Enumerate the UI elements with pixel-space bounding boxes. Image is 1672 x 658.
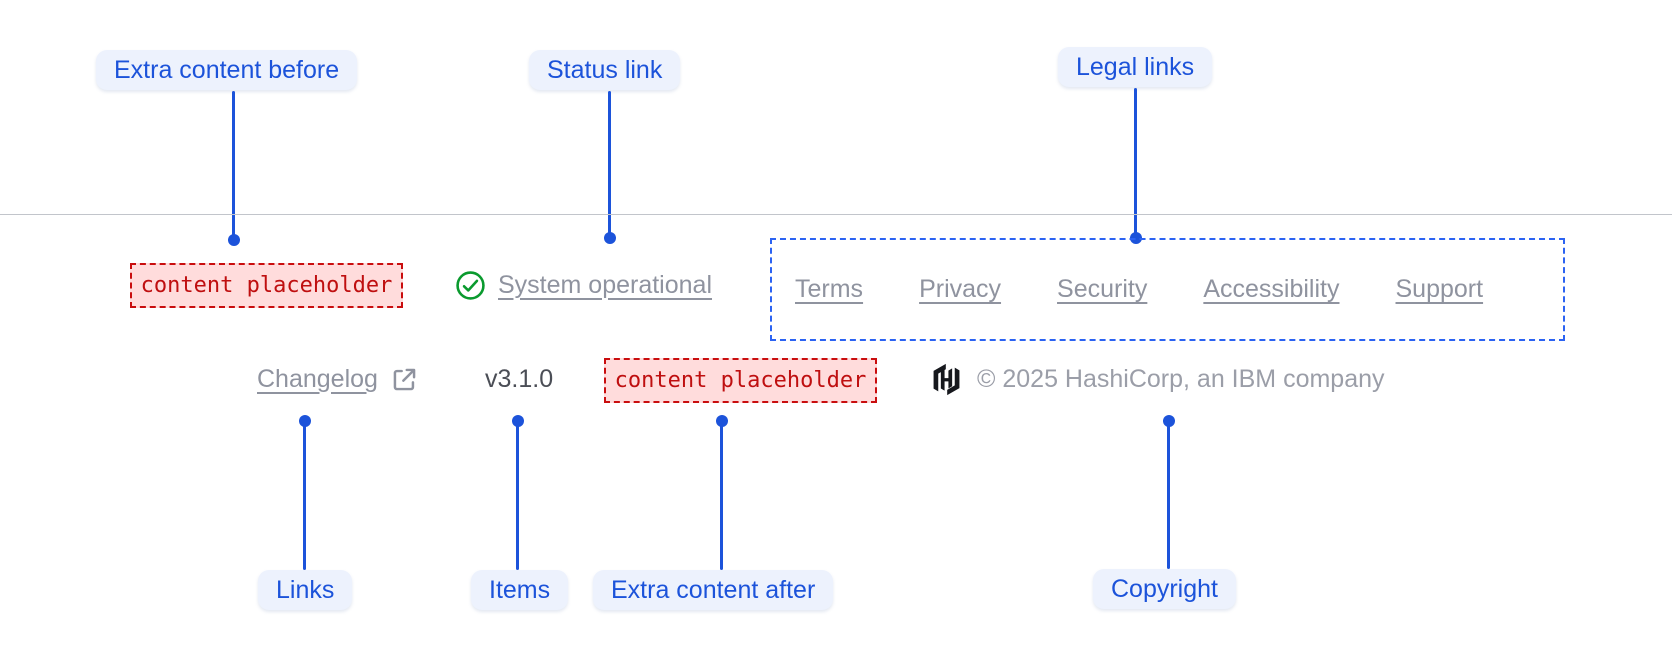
placeholder-text: content placeholder <box>140 273 393 298</box>
connector-copyright <box>1167 421 1170 569</box>
connector-legal-links <box>1134 88 1137 238</box>
annotation-status-link: Status link <box>529 50 681 90</box>
copyright-text: © 2025 HashiCorp, an IBM company <box>977 364 1385 393</box>
extra-content-after-placeholder: content placeholder <box>604 358 877 403</box>
placeholder-text: content placeholder <box>614 368 867 393</box>
legal-link-terms[interactable]: Terms <box>795 275 864 303</box>
extra-content-before-placeholder: content placeholder <box>130 263 403 308</box>
annotation-extra-content-before: Extra content before <box>96 50 358 90</box>
items-group: v3.1.0 <box>485 356 553 402</box>
status-link-group: System operational <box>455 262 712 308</box>
connector-extra-content-before <box>232 91 235 240</box>
connector-links <box>303 421 306 570</box>
annotation-items: Items <box>471 570 569 610</box>
annotation-extra-content-after: Extra content after <box>593 570 834 610</box>
legal-link-support[interactable]: Support <box>1395 275 1484 303</box>
footer-top-border <box>0 214 1672 215</box>
legal-links-region: Terms Privacy Security Accessibility Sup… <box>770 238 1565 341</box>
changelog-link[interactable]: Changelog <box>257 364 378 393</box>
connector-items <box>516 421 519 570</box>
version-label: v3.1.0 <box>485 364 554 393</box>
legal-links-list: Terms Privacy Security Accessibility Sup… <box>795 240 1483 339</box>
annotation-legal-links: Legal links <box>1058 47 1213 87</box>
copyright-group: © 2025 HashiCorp, an IBM company <box>930 356 1385 402</box>
legal-link-security[interactable]: Security <box>1057 275 1148 303</box>
links-group: Changelog <box>257 356 418 402</box>
external-link-icon <box>391 366 418 393</box>
status-link[interactable]: System operational <box>498 270 713 299</box>
hashicorp-logo <box>930 363 963 396</box>
legal-link-accessibility[interactable]: Accessibility <box>1203 275 1340 303</box>
legal-link-privacy[interactable]: Privacy <box>919 275 1002 303</box>
check-circle-icon <box>455 270 486 301</box>
annotation-copyright: Copyright <box>1093 569 1236 609</box>
annotation-links: Links <box>258 570 353 610</box>
connector-extra-content-after <box>720 421 723 570</box>
connector-status-link <box>608 91 611 238</box>
